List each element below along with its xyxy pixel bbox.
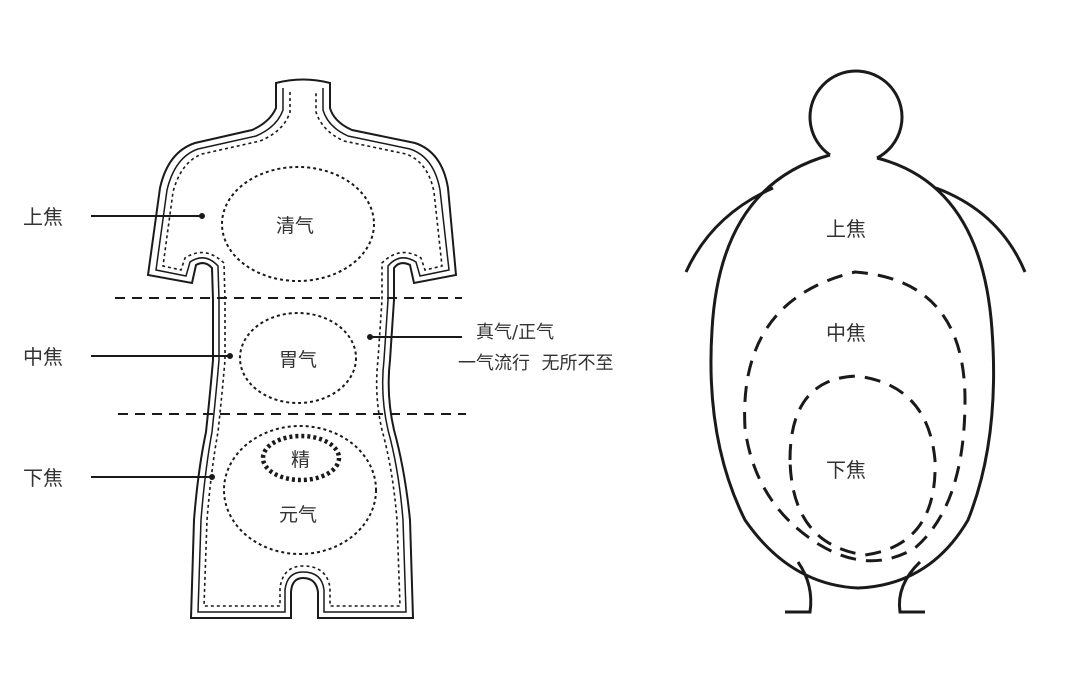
gourd-lower-dashed <box>788 374 937 557</box>
torso-outline <box>146 78 458 619</box>
upper-region-ellipse <box>221 166 375 282</box>
region-middle-text: 胃气 <box>279 349 317 371</box>
essence-ellipse <box>260 433 342 483</box>
middle-region-ellipse <box>239 312 357 404</box>
gourd-diagram <box>684 69 1027 614</box>
torso-middle-label: 中焦 <box>23 345 63 369</box>
gourd-middle-dashed <box>743 270 967 563</box>
gourd-upper-label: 上焦 <box>826 217 866 241</box>
gourd-body <box>709 153 996 590</box>
gourd-head <box>808 69 904 160</box>
annotation-line1: 真气/正气 <box>476 322 554 343</box>
gourd-right-arm <box>935 186 1027 273</box>
gourd-right-leg <box>897 560 925 614</box>
region-essence-text: 精 <box>291 449 310 471</box>
torso-upper-label: 上焦 <box>23 205 63 229</box>
gourd-left-leg <box>785 561 813 614</box>
gourd-lower-label: 下焦 <box>826 458 866 482</box>
region-upper-text: 清气 <box>276 215 314 237</box>
pointer-lower <box>91 474 215 480</box>
pointer-middle <box>91 353 233 359</box>
torso-lower-label: 下焦 <box>23 466 63 490</box>
annotation-line2: 一气流行 无所不至 <box>458 353 613 374</box>
torso-diagram <box>91 78 466 619</box>
region-lower-text: 元气 <box>279 504 317 526</box>
pointer-upper <box>91 213 205 219</box>
gourd-left-arm <box>684 186 774 273</box>
pointer-annotation <box>367 334 462 340</box>
gourd-middle-label: 中焦 <box>826 321 866 345</box>
lower-region-ellipse <box>223 425 377 555</box>
